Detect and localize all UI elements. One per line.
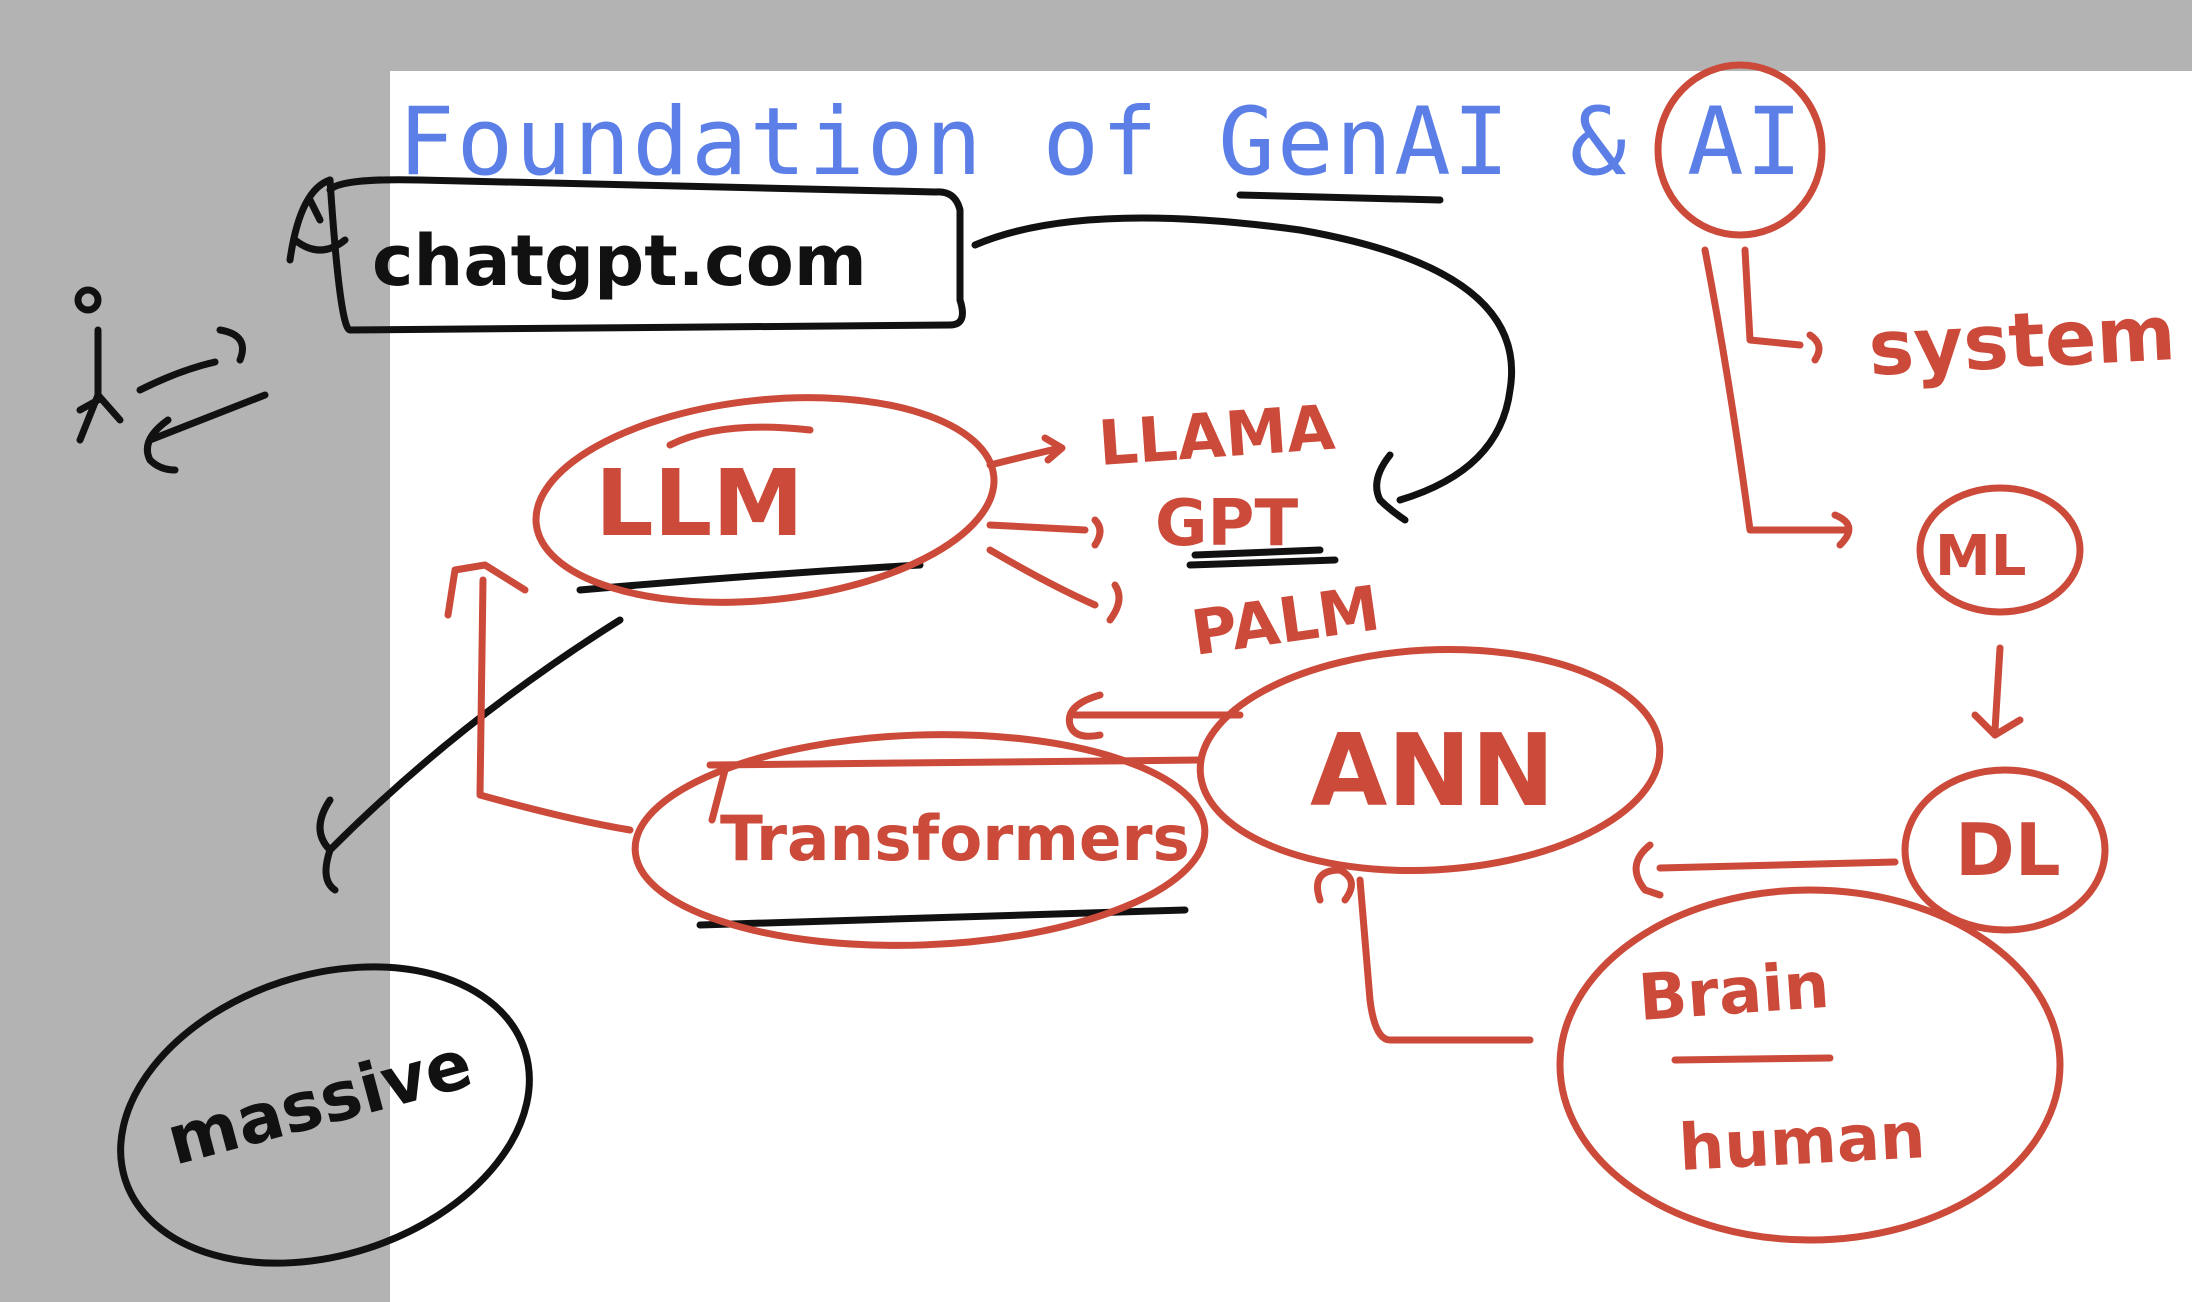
dl-circle <box>1901 766 2109 934</box>
ann-label: ANN <box>1310 712 1555 829</box>
ai-circle <box>1654 61 1826 239</box>
human-label: human <box>1677 1099 1927 1186</box>
chatgpt-to-gpt-arrow <box>971 214 1515 524</box>
palm-label: PALM <box>1187 571 1384 670</box>
llm-ellipse <box>532 394 998 606</box>
system-label: system <box>1866 288 2177 393</box>
transformers-label: Transformers <box>720 802 1190 875</box>
brain-human-ellipse <box>1556 886 2064 1244</box>
ml-label: ML <box>1935 524 2026 589</box>
transformers-to-llm-arrow <box>444 561 634 834</box>
ann-ellipse <box>1196 645 1664 875</box>
dl-to-brain-arrow <box>1632 841 1899 899</box>
chatgpt-node <box>286 176 1444 334</box>
llm-label: LLM <box>595 450 804 557</box>
user-figure-icon <box>74 286 269 474</box>
ann-to-transformers-arrow <box>1065 691 1244 740</box>
dl-label: DL <box>1955 808 2061 892</box>
transformers-ellipse <box>631 731 1209 949</box>
gpt-label: GPT <box>1155 487 1298 561</box>
brain-label: Brain <box>1636 949 1832 1036</box>
brain-to-ann-arrow <box>1314 866 1534 1044</box>
page-title: Foundation of GenAI & AI <box>398 88 1805 197</box>
massive-label: massive <box>159 1025 480 1182</box>
llm-to-massive-arrow <box>316 616 624 894</box>
chatgpt-label: chatgpt.com <box>372 220 867 302</box>
massive-ellipse <box>117 963 533 1267</box>
llama-label: LLAMA <box>1096 391 1337 480</box>
ai-to-ml-arrow <box>1701 246 1853 549</box>
whiteboard-canvas[interactable] <box>390 71 2192 1302</box>
ml-circle <box>1916 484 2084 616</box>
ai-to-system-arrow <box>1741 246 1823 364</box>
